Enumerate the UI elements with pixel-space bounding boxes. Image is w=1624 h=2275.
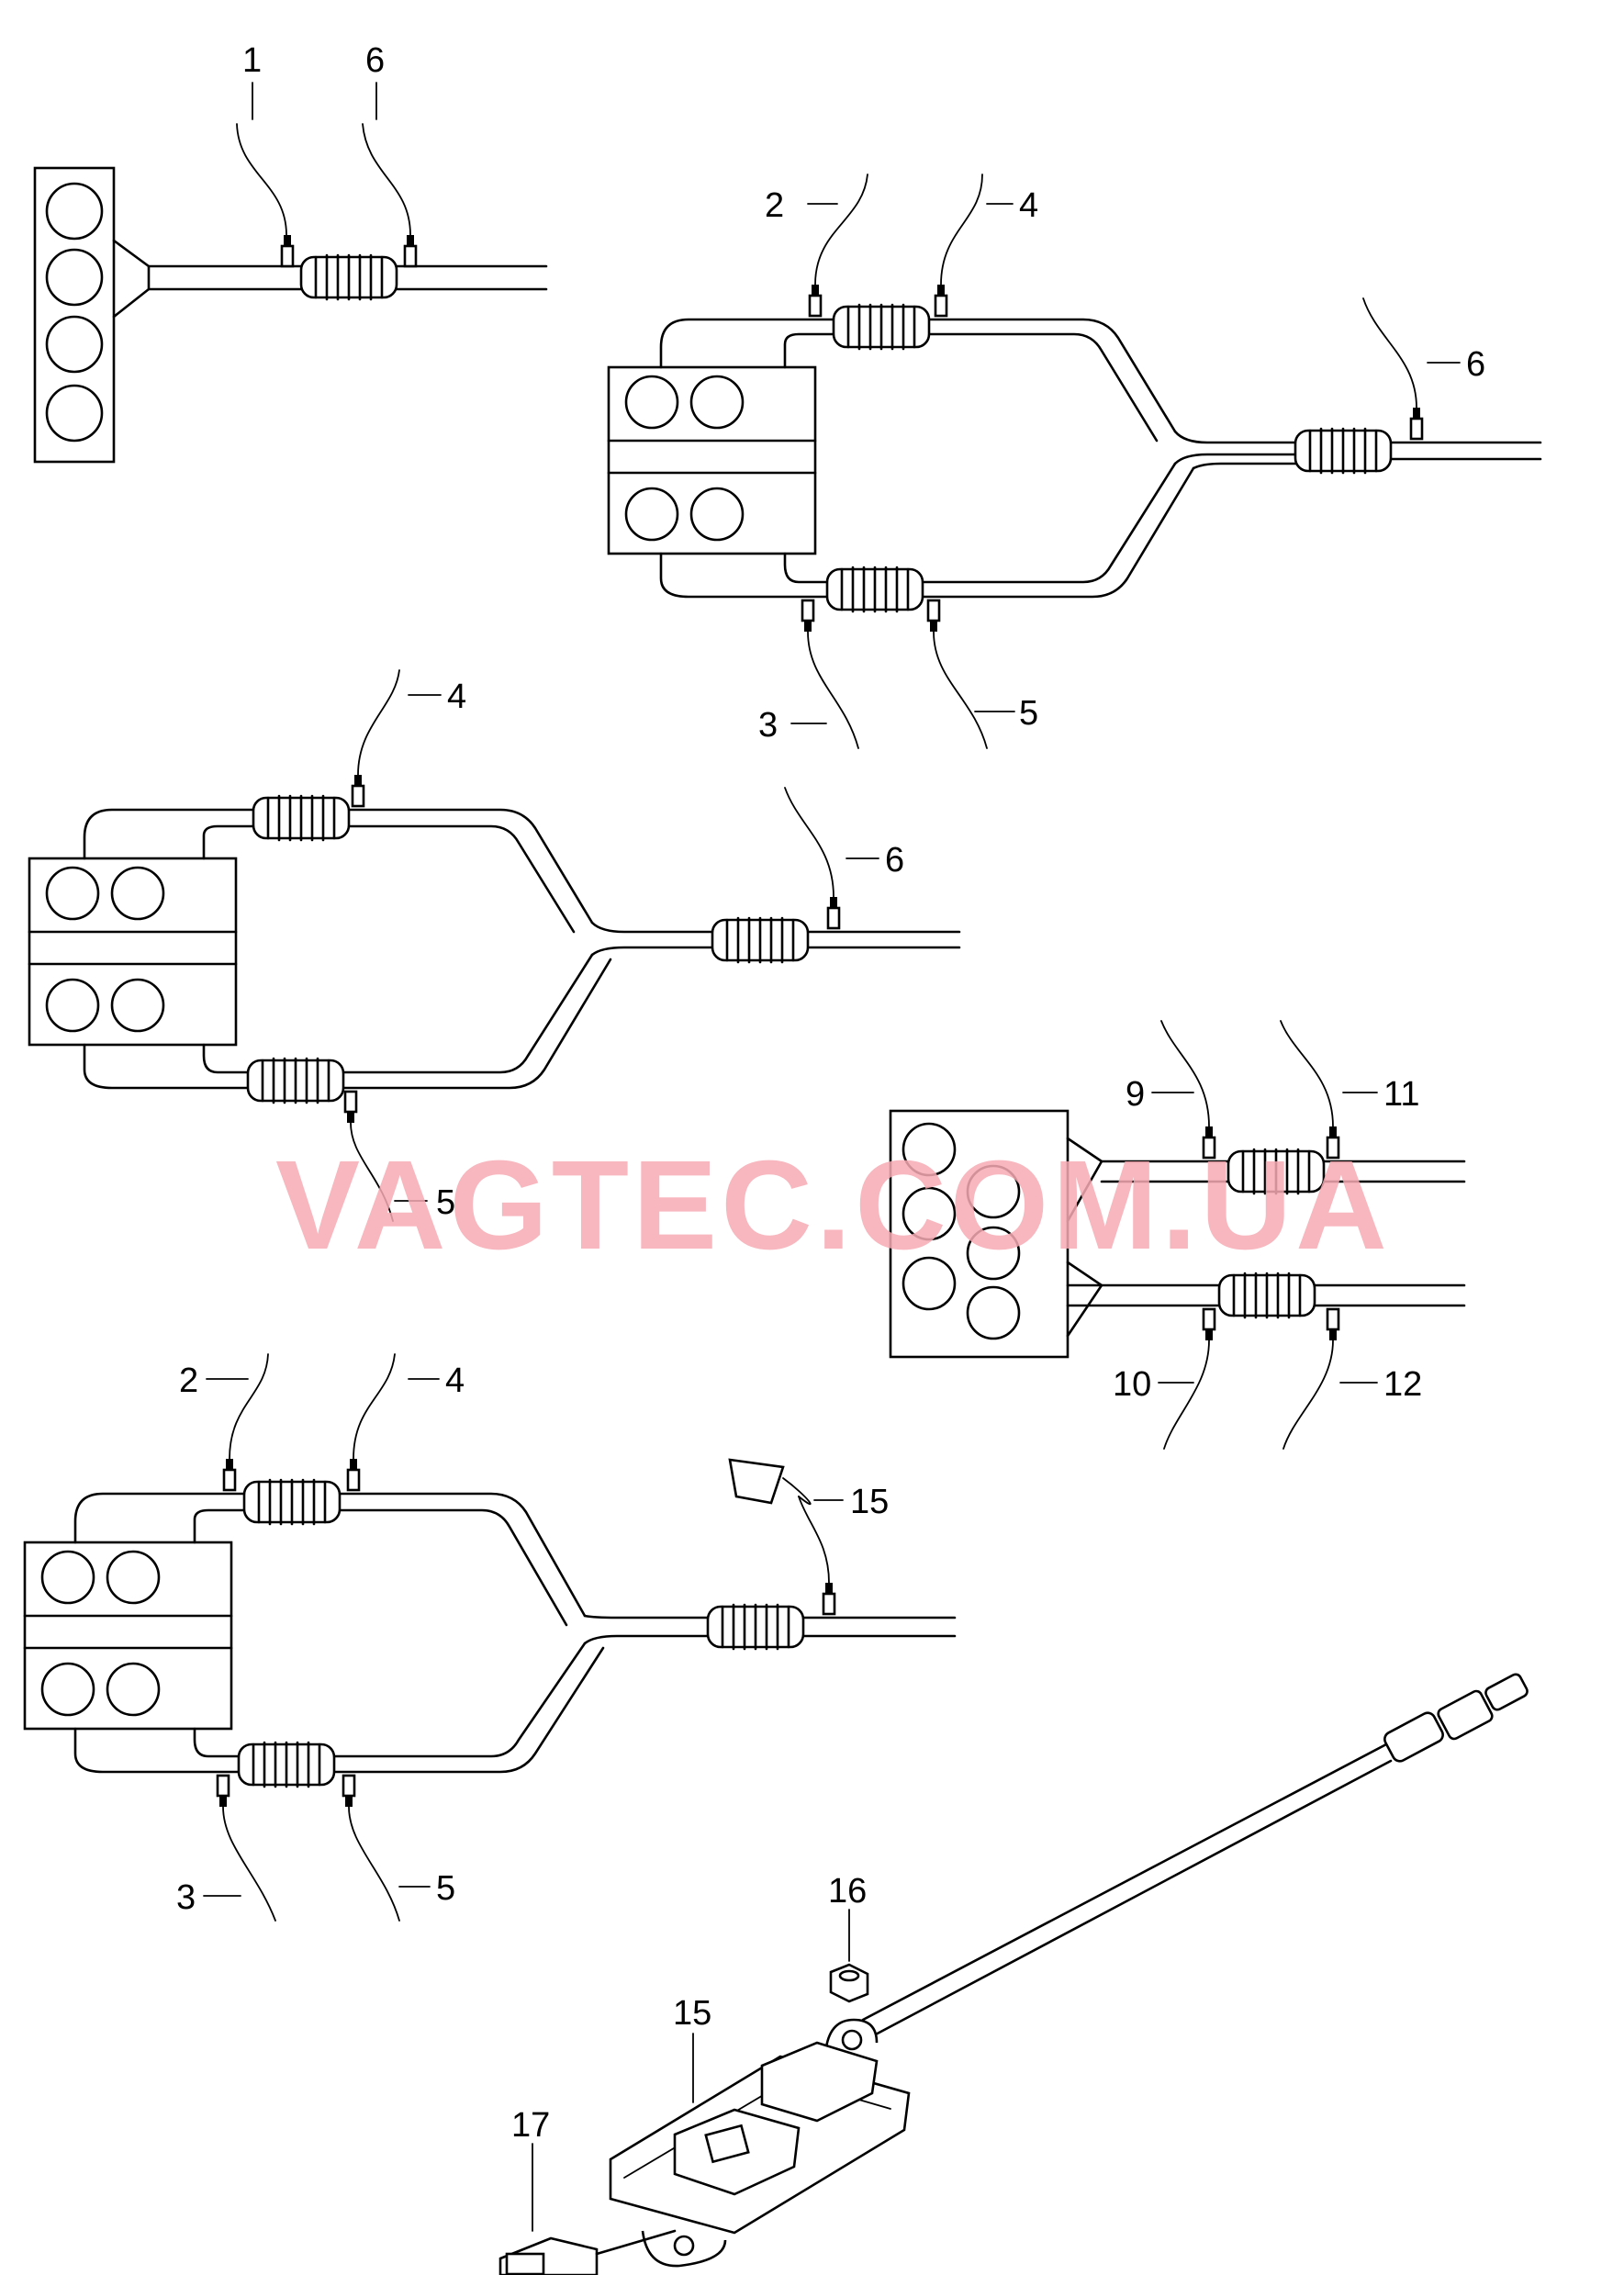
- engine-inline-4: 1 6: [33, 41, 548, 464]
- callout-10: 10: [1113, 1365, 1151, 1404]
- callout-4: 4: [1019, 186, 1038, 225]
- engine-v-lower-left: 2 4 15 3 5: [23, 1353, 957, 1922]
- callout-5: 5: [1019, 694, 1038, 733]
- nox-sensor-assembly: 16 15 17: [498, 1673, 1529, 2275]
- watermark: VAGTEC.COM.UA: [275, 1135, 1391, 1276]
- callout-1: 1: [242, 41, 262, 80]
- callout-6: 6: [885, 841, 904, 880]
- callout-5: 5: [436, 1183, 455, 1222]
- callout-11: 11: [1383, 1075, 1419, 1114]
- callout-2: 2: [765, 186, 784, 225]
- callout-15: 15: [673, 1994, 711, 2033]
- callout-4: 4: [445, 1362, 465, 1400]
- engine-6-cyl: 9 11 10 12: [889, 1020, 1466, 1450]
- callout-6: 6: [1466, 345, 1485, 384]
- callout-5: 5: [436, 1869, 455, 1908]
- callout-15: 15: [850, 1483, 889, 1521]
- callout-4: 4: [447, 678, 466, 716]
- callout-3: 3: [758, 706, 778, 745]
- callout-17: 17: [511, 2106, 550, 2145]
- callout-2: 2: [179, 1362, 198, 1400]
- callout-16: 16: [828, 1872, 867, 1911]
- callout-12: 12: [1383, 1365, 1422, 1404]
- callout-9: 9: [1126, 1075, 1145, 1114]
- engine-v-upper-right: 2 4 6 3 5: [607, 174, 1542, 749]
- callout-6: 6: [365, 41, 385, 80]
- engine-v-middle-left: 4 6 5: [28, 669, 961, 1222]
- callout-3: 3: [176, 1878, 196, 1917]
